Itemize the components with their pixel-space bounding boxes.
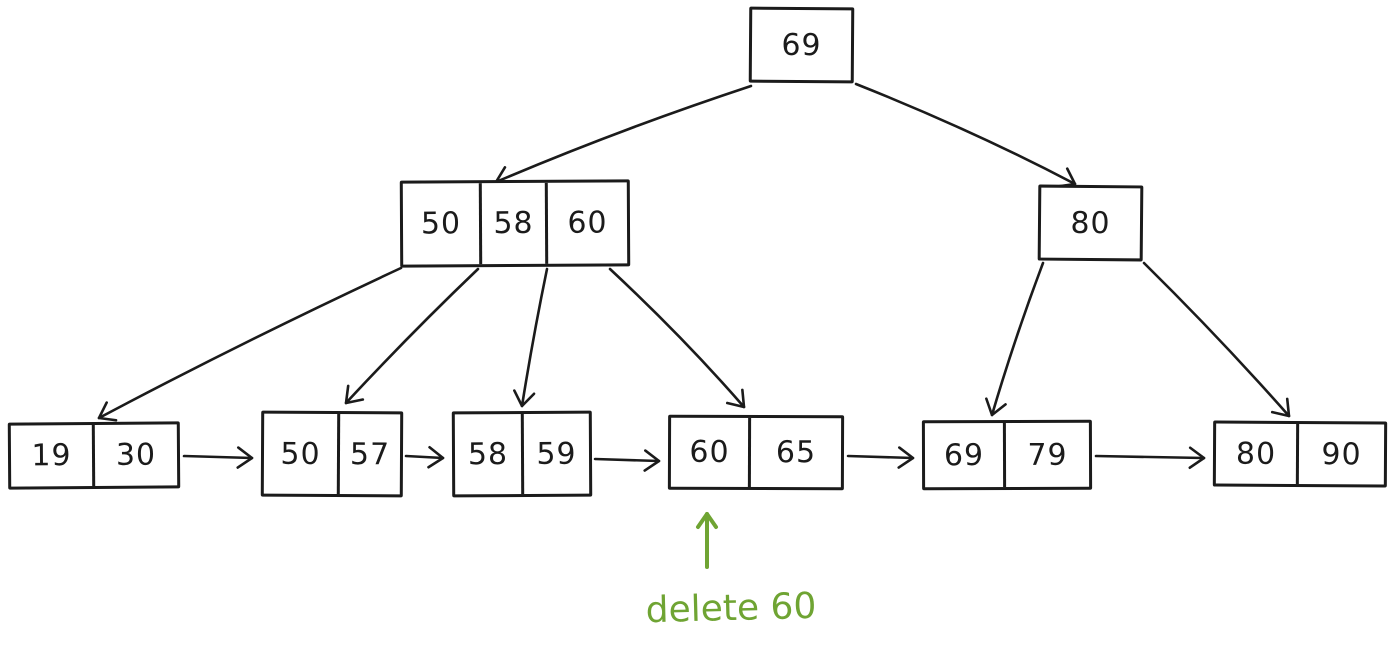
leaf-link-arrow-3-4 <box>846 446 915 469</box>
leaf-link-arrow-4-5 <box>1094 446 1206 470</box>
key-cell: 60 <box>544 182 628 264</box>
key-cell: 80 <box>1235 436 1277 472</box>
key-cell: 19 <box>31 438 72 474</box>
key-cell: 30 <box>91 424 178 487</box>
leaf-node-4: 69 79 <box>921 419 1093 491</box>
key-cell: 60 <box>689 434 730 470</box>
leaf-node-0: 19 30 <box>7 421 181 490</box>
key-cell: 69 <box>781 27 822 63</box>
leaf-node-2: 58 59 <box>451 410 593 498</box>
internal-node-left: 50 58 60 <box>399 179 631 268</box>
key-cell: 65 <box>747 417 842 488</box>
edge-internal-right-to-leaf-5 <box>1142 261 1291 418</box>
internal-node-right: 80 <box>1037 184 1144 262</box>
edge-root-to-internal-right <box>854 82 1077 188</box>
edge-internal-left-to-leaf-3 <box>608 267 746 409</box>
key-cell: 80 <box>1070 205 1111 241</box>
delete-annotation-label: delete 60 <box>645 585 817 632</box>
leaf-link-arrow-1-2 <box>404 445 445 469</box>
key-cell: 79 <box>1002 422 1090 488</box>
key-cell: 58 <box>467 436 509 472</box>
leaf-node-5: 80 90 <box>1212 420 1388 488</box>
edge-internal-right-to-leaf-4 <box>985 261 1045 417</box>
key-cell: 90 <box>1295 423 1385 485</box>
key-cell: 50 <box>420 206 462 242</box>
root-node: 69 <box>748 6 855 84</box>
leaf-node-3: 60 65 <box>667 414 845 491</box>
leaf-node-1: 50 57 <box>260 410 404 498</box>
key-cell: 59 <box>520 413 590 495</box>
key-cell: 58 <box>478 182 546 265</box>
edge-root-to-internal-left <box>494 84 753 188</box>
key-cell: 57 <box>336 414 401 495</box>
leaf-link-arrow-2-3 <box>593 449 661 472</box>
leaf-link-arrow-0-1 <box>182 446 254 469</box>
edge-internal-left-to-leaf-2 <box>513 267 549 408</box>
edge-internal-left-to-leaf-0 <box>97 266 403 422</box>
key-cell: 69 <box>943 437 985 473</box>
key-cell: 50 <box>280 436 321 472</box>
edge-internal-left-to-leaf-1 <box>344 267 480 405</box>
